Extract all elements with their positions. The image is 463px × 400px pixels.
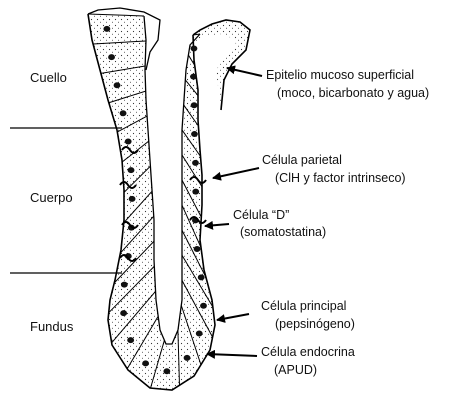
arrow-parietal <box>213 168 259 178</box>
callout-endocrina-title: Célula endocrina <box>261 345 355 359</box>
cell-nucleus <box>196 331 203 337</box>
cell-nucleus <box>192 160 199 166</box>
cell-nucleus <box>184 355 191 361</box>
region-label-cuerpo: Cuerpo <box>30 190 73 205</box>
callout-endocrina-sub: (APUD) <box>274 363 317 377</box>
callout-epitelio-title: Epitelio mucoso superficial <box>266 68 414 82</box>
arrow-epitelio <box>227 68 262 76</box>
callout-parietal-title: Célula parietal <box>262 153 342 167</box>
cell-nucleus <box>191 131 198 137</box>
gastric-gland <box>88 8 250 390</box>
callout-epitelio-sub: (moco, bicarbonato y agua) <box>277 86 429 100</box>
cell-nucleus <box>103 26 110 32</box>
cell-nucleus <box>190 74 197 80</box>
arrow-endocrina <box>207 354 257 356</box>
cell-nucleus <box>114 82 121 88</box>
cell-nucleus <box>120 310 127 316</box>
region-label-fundus: Fundus <box>30 319 74 334</box>
callout-principal-sub: (pepsinógeno) <box>275 317 355 331</box>
arrow-celula-d <box>205 224 229 226</box>
cell-nucleus <box>121 282 128 288</box>
cell-nucleus <box>142 360 149 366</box>
callout-parietal-sub: (ClH y factor intrinseco) <box>275 171 406 185</box>
callout-principal-title: Célula principal <box>261 299 346 313</box>
callout-celula-d-sub: (somatostatina) <box>240 225 326 239</box>
callout-celula-d-title: Célula “D” <box>233 208 289 222</box>
cell-nucleus <box>191 102 198 108</box>
cell-nucleus <box>128 167 135 173</box>
cell-nucleus <box>200 303 207 309</box>
cell-nucleus <box>191 45 198 51</box>
region-label-cuello: Cuello <box>30 70 67 85</box>
cell-nucleus <box>125 138 132 144</box>
cell-nucleus <box>163 368 170 374</box>
cell-nucleus <box>127 337 134 343</box>
arrow-principal <box>217 314 249 320</box>
cell-nucleus <box>194 246 201 252</box>
cell-nucleus <box>192 189 199 195</box>
cell-nucleus <box>108 54 115 60</box>
cell-nucleus <box>120 110 127 116</box>
cell-nucleus <box>198 274 205 280</box>
cell-nucleus <box>129 196 136 202</box>
